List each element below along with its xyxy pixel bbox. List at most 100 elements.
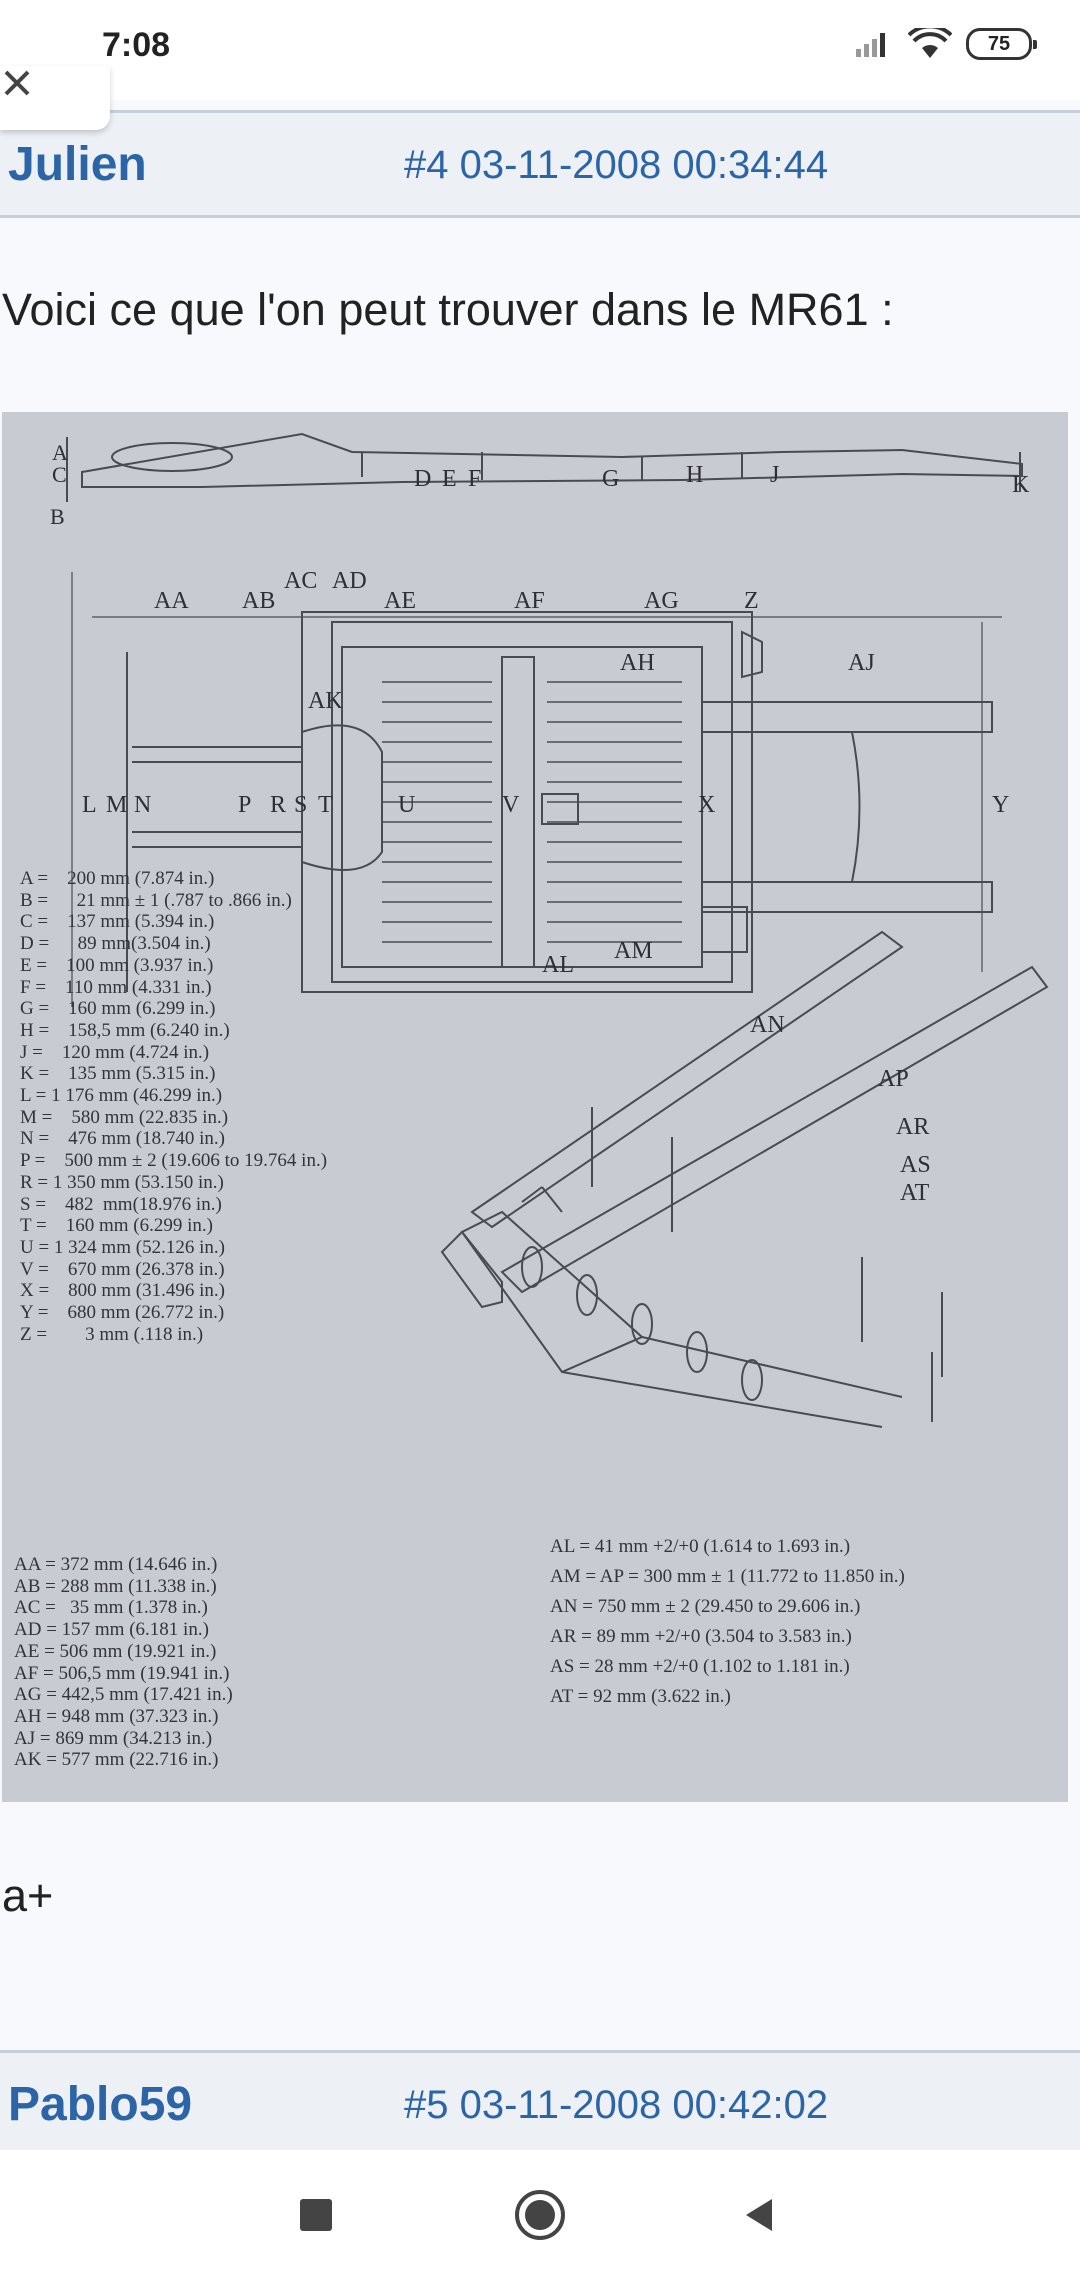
spec-line: AB = 288 mm (11.338 in.)	[14, 1575, 217, 1597]
chassis-diagram-image: A C B D E F G H J K AA AB AC AD AE AF AG…	[2, 412, 1068, 1802]
spec-line: AE = 506 mm (19.921 in.)	[14, 1640, 217, 1662]
label-AG: AG	[644, 588, 679, 614]
label-N: N	[134, 792, 152, 818]
spec-line: X = 800 mm (31.496 in.)	[20, 1280, 225, 1302]
spec-line: AH = 948 mm (37.323 in.)	[14, 1705, 219, 1727]
label-P: P	[238, 792, 252, 818]
label-D: D	[414, 466, 432, 492]
label-X: X	[698, 792, 716, 818]
back-triangle-icon	[746, 2199, 772, 2231]
label-B: B	[50, 504, 65, 529]
spec-line: A = 200 mm (7.874 in.)	[20, 868, 215, 889]
label-T: T	[318, 792, 333, 818]
battery-indicator: 75	[966, 28, 1037, 60]
spec-list-left-2: AA = 372 mm (14.646 in.) AB = 288 mm (11…	[14, 1554, 233, 1771]
spec-line: AL = 41 mm +2/+0 (1.614 to 1.693 in.)	[550, 1536, 851, 1557]
label-AL: AL	[542, 952, 574, 978]
spec-line: G = 160 mm (6.299 in.)	[20, 998, 216, 1020]
close-button[interactable]	[0, 66, 110, 130]
spec-line: C = 137 mm (5.394 in.)	[20, 911, 215, 933]
spec-line: AG = 442,5 mm (17.421 in.)	[14, 1684, 233, 1706]
spec-line: S = 482 mm(18.976 in.)	[20, 1193, 222, 1215]
spec-line: AK = 577 mm (22.716 in.)	[14, 1749, 219, 1771]
spec-list-left: A = 200 mm (7.874 in.) B = 21 mm ± 1 (.7…	[20, 868, 327, 1345]
spec-line: L = 1 176 mm (46.299 in.)	[20, 1085, 223, 1107]
spec-line: AN = 750 mm ± 2 (29.450 to 29.606 in.)	[550, 1596, 861, 1617]
spec-list-right: AL = 41 mm +2/+0 (1.614 to 1.693 in.) AM…	[550, 1532, 905, 1712]
spec-line: AT = 92 mm (3.622 in.)	[550, 1686, 731, 1707]
label-AE: AE	[384, 588, 416, 614]
spec-line: AD = 157 mm (6.181 in.)	[14, 1619, 209, 1641]
spec-line: Y = 680 mm (26.772 in.)	[20, 1302, 225, 1324]
spec-line: B = 21 mm ± 1 (.787 to .866 in.)	[20, 889, 292, 911]
spec-line: AR = 89 mm +2/+0 (3.504 to 3.583 in.)	[550, 1626, 852, 1647]
label-Z: Z	[744, 588, 759, 614]
spec-line: T = 160 mm (6.299 in.)	[20, 1215, 213, 1237]
spec-line: K = 135 mm (5.315 in.)	[20, 1063, 216, 1085]
spec-line: M = 580 mm (22.835 in.)	[20, 1106, 229, 1128]
spec-line: AJ = 869 mm (34.213 in.)	[14, 1727, 213, 1749]
spec-line: AM = AP = 300 mm ± 1 (11.772 to 11.850 i…	[550, 1566, 905, 1587]
back-button[interactable]	[720, 2180, 800, 2250]
label-E: E	[442, 466, 457, 492]
spec-line: AC = 35 mm (1.378 in.)	[14, 1597, 208, 1619]
post-signoff-text: a+	[2, 1870, 54, 1921]
label-AS: AS	[900, 1152, 931, 1178]
label-K: K	[1012, 472, 1030, 498]
spec-line: AA = 372 mm (14.646 in.)	[14, 1554, 218, 1575]
label-AD: AD	[332, 568, 367, 594]
label-AN: AN	[750, 1012, 785, 1038]
spec-line: P = 500 mm ± 2 (19.606 to 19.764 in.)	[20, 1150, 328, 1172]
label-AF: AF	[514, 588, 545, 614]
label-AT: AT	[900, 1180, 930, 1206]
post-author[interactable]: Julien	[8, 138, 147, 191]
label-AA: AA	[154, 588, 189, 614]
label-AC: AC	[284, 568, 318, 594]
label-AK: AK	[308, 688, 343, 714]
label-H: H	[686, 462, 704, 488]
label-U: U	[398, 792, 416, 818]
square-icon	[300, 2199, 332, 2231]
label-C: C	[52, 462, 67, 487]
signal-icon	[856, 33, 885, 57]
spec-line: U = 1 324 mm (52.126 in.)	[20, 1236, 225, 1258]
label-AH: AH	[620, 650, 655, 676]
spec-line: AS = 28 mm +2/+0 (1.102 to 1.181 in.)	[550, 1656, 850, 1677]
post-header: Pablo59 #5 03-11-2008 00:42:02	[0, 2050, 1080, 2158]
battery-level: 75	[987, 32, 1011, 55]
label-A: A	[52, 440, 68, 465]
navigation-bar	[0, 2150, 1080, 2280]
label-R: R	[270, 792, 287, 818]
spec-line: F = 110 mm (4.331 in.)	[20, 976, 212, 998]
recents-button[interactable]	[276, 2180, 356, 2250]
spec-line: J = 120 mm (4.724 in.)	[20, 1041, 210, 1063]
post-intro-text: Voici ce que l'on peut trouver dans le M…	[2, 284, 894, 335]
label-S: S	[294, 792, 308, 818]
home-button[interactable]	[500, 2180, 580, 2250]
label-M: M	[106, 792, 128, 818]
spec-line: R = 1 350 mm (53.150 in.)	[20, 1171, 224, 1193]
chassis-drawing	[66, 432, 1049, 1428]
post-meta[interactable]: #4 03-11-2008 00:34:44	[404, 143, 829, 187]
label-F: F	[468, 466, 482, 492]
label-AJ: AJ	[848, 650, 875, 676]
spec-line: V = 670 mm (26.378 in.)	[20, 1258, 225, 1280]
label-G: G	[602, 466, 620, 492]
wifi-icon	[908, 28, 952, 58]
label-V: V	[502, 792, 520, 818]
label-AP: AP	[878, 1066, 909, 1092]
post-meta[interactable]: #5 03-11-2008 00:42:02	[404, 2083, 829, 2127]
status-time: 7:08	[102, 26, 171, 64]
label-Y: Y	[992, 792, 1010, 818]
label-L: L	[82, 792, 97, 818]
spec-line: Z = 3 mm (.118 in.)	[20, 1323, 204, 1345]
post-author[interactable]: Pablo59	[8, 2078, 193, 2131]
circle-icon	[515, 2190, 565, 2240]
close-icon	[4, 70, 30, 96]
spec-line: D = 89 mm(3.504 in.)	[20, 933, 211, 955]
label-AR: AR	[896, 1114, 930, 1140]
spec-line: E = 100 mm (3.937 in.)	[20, 954, 214, 976]
status-bar: 7:08 75	[0, 0, 1080, 100]
status-icons: 75	[854, 28, 1037, 60]
